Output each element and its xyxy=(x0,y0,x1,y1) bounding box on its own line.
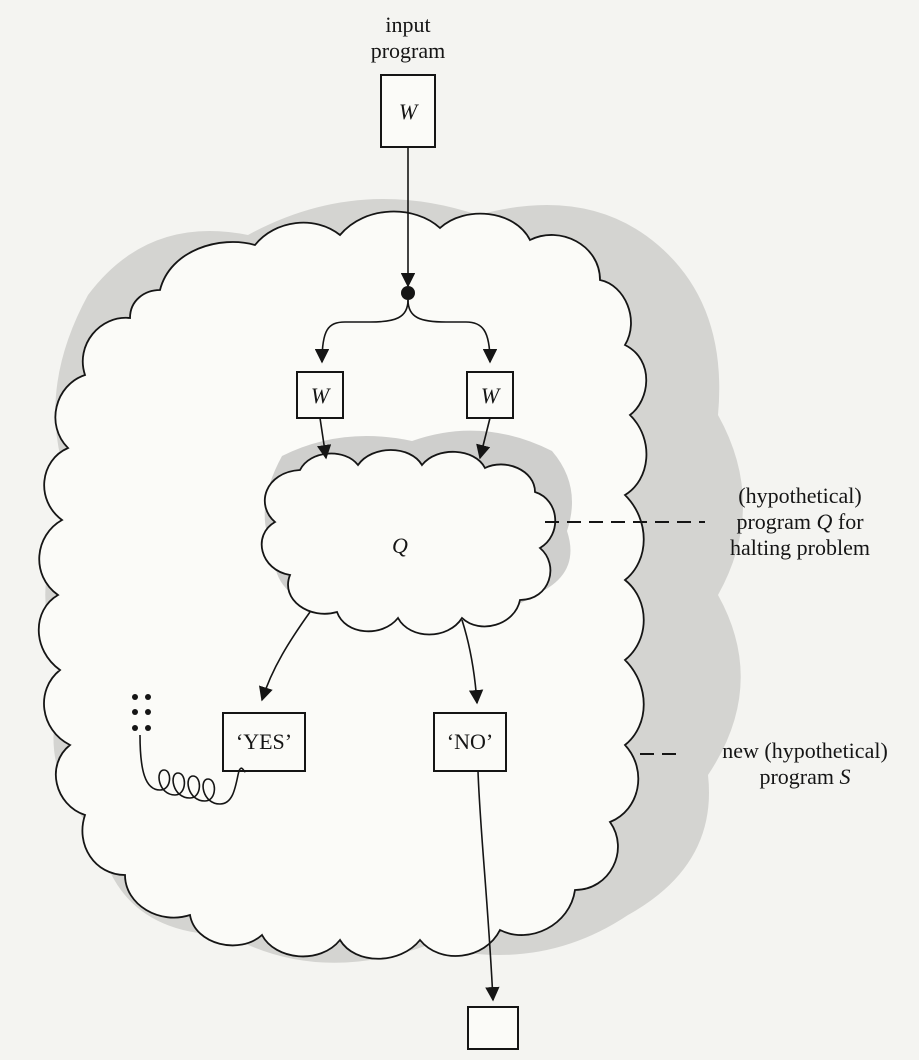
new-label-line2-s: S xyxy=(839,764,851,789)
yes-box xyxy=(222,712,306,772)
no-box xyxy=(433,712,507,772)
input-program-label: input program xyxy=(358,12,458,64)
split-brace xyxy=(314,299,409,364)
hypothetical-q-label: (hypothetical) program Q for halting pro… xyxy=(700,483,900,561)
hyp-label-line1: (hypothetical) xyxy=(738,483,862,508)
right-w-label: W xyxy=(481,383,501,408)
left-w-box xyxy=(296,371,344,419)
hyp-label-line2-a: program xyxy=(736,509,817,534)
new-program-s-label: new (hypothetical) program S xyxy=(700,738,910,790)
inner-cloud-q xyxy=(260,449,557,636)
input-label-line1: input xyxy=(385,12,431,37)
yes-label: ‘YES’ xyxy=(236,729,292,754)
hyp-label-line2: program Q for xyxy=(700,509,900,535)
hyp-label-line2-b: for xyxy=(832,509,864,534)
hyp-label-line2-q: Q xyxy=(816,509,833,534)
new-label-line1: new (hypothetical) xyxy=(722,738,888,763)
new-label-line2: program S xyxy=(700,764,910,790)
left-w-arrow xyxy=(316,417,332,460)
left-w-label: W xyxy=(311,383,331,408)
split-brace-right xyxy=(407,299,498,364)
right-w-arrow xyxy=(476,417,491,460)
yes-arrow xyxy=(258,611,311,702)
new-label-line2-a: program xyxy=(759,764,840,789)
loop-coil xyxy=(139,734,246,805)
loop-dots xyxy=(132,694,151,731)
no-label: ‘NO’ xyxy=(447,729,493,754)
no-output-arrow xyxy=(477,770,500,1002)
hyp-label-line3: halting problem xyxy=(730,535,870,560)
output-box xyxy=(467,1006,519,1050)
split-dot xyxy=(401,286,415,300)
q-label: Q xyxy=(392,533,408,558)
no-arrow xyxy=(461,619,484,705)
input-w-label: W xyxy=(399,99,419,124)
input-label-line2: program xyxy=(370,38,446,63)
